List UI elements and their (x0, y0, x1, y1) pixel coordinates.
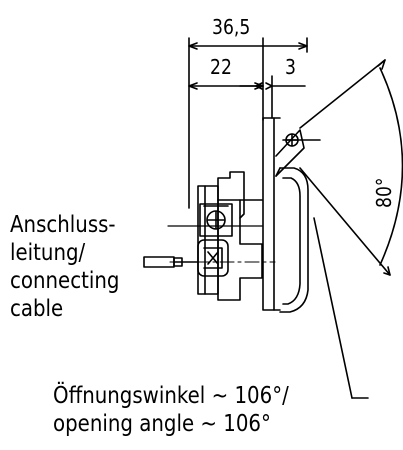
dimension-offset-label: 3 (285, 55, 296, 79)
cable-connector (143, 239, 229, 277)
opening-angle-english: opening angle ~ 106° (53, 411, 271, 437)
opening-leader-line (313, 217, 369, 399)
cable-label-line4: cable (10, 296, 64, 322)
angle-dimension (299, 59, 403, 276)
dimension-overall-label: 36,5 (212, 15, 251, 39)
hinge-pin (275, 129, 321, 177)
cable-label-line1: Anschluss- (10, 212, 116, 238)
opening-angle-german: Öffnungswinkel ~ 106°/ (53, 383, 289, 409)
cable-label-line2: leitung/ (10, 240, 86, 266)
dimension-body-label: 22 (210, 55, 232, 79)
door-leaf (275, 167, 309, 313)
angle-label: 80° (372, 177, 396, 208)
door-frame (262, 117, 281, 311)
dimension-line-offset (239, 82, 306, 90)
dimension-line-overall (188, 37, 308, 53)
terminal-block (199, 203, 233, 237)
dimension-extension-lines (188, 37, 273, 209)
cable-label-line3: connecting (10, 268, 120, 294)
